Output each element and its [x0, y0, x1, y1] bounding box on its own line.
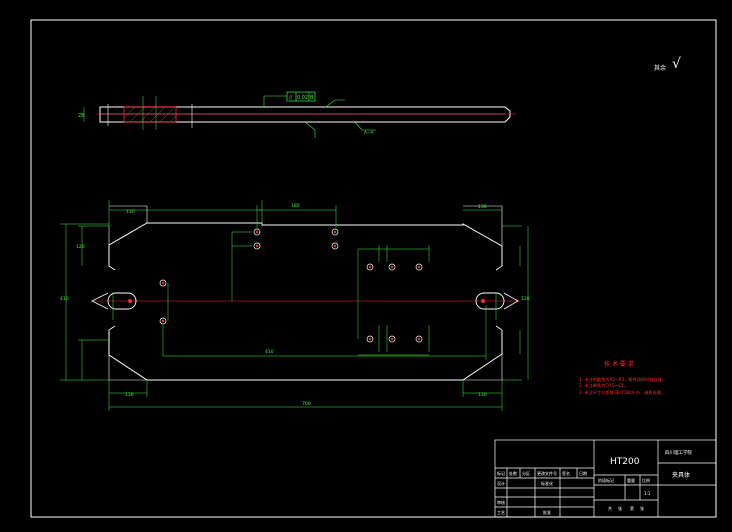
section-label: A—A	[364, 130, 374, 135]
holes	[159, 228, 423, 343]
sheet-label: 张	[640, 505, 644, 511]
title-block	[494, 439, 717, 518]
stage-label: 比例	[642, 477, 650, 483]
header-cell: 更改文件号	[537, 470, 557, 476]
roughness-symbol: √	[672, 56, 681, 72]
tolerance-frame: // 0.02 B	[263, 91, 316, 107]
hole	[159, 279, 167, 287]
sheet-label: 张	[618, 505, 622, 511]
left-slot	[91, 292, 137, 310]
side-view: 28 // 0.02 B A—A	[78, 91, 516, 138]
dim-top-left: 130	[126, 209, 135, 215]
hole	[253, 228, 261, 236]
drawing-border	[30, 19, 717, 518]
company: 四川理工学院	[665, 449, 692, 456]
hole	[253, 242, 261, 250]
roughness-label: 其余	[654, 64, 666, 72]
sheet-label: 共	[608, 505, 612, 511]
roughness-note: 其余 √	[654, 56, 681, 72]
dim-overall-width: 410	[60, 296, 69, 302]
tol-symbol: //	[289, 95, 293, 101]
hole	[366, 263, 374, 271]
header-cell: 标记	[497, 470, 505, 476]
hole	[366, 335, 374, 343]
plan-view	[91, 205, 520, 381]
dim-bottom-right: 130	[478, 392, 487, 398]
stage-label: 重量	[627, 477, 635, 483]
dim-hole-spacing-mid: 410	[265, 349, 274, 355]
dim-hole-spacing-top: 180	[291, 203, 300, 209]
stage-label: 阶段标记	[598, 477, 614, 483]
hole	[415, 263, 423, 271]
dim-right-height: 120	[521, 296, 530, 302]
scale-value: 1:1	[644, 491, 651, 496]
part-name: 夹具体	[672, 471, 690, 479]
header-cell: 日期	[579, 470, 587, 476]
dim-top-right: 130	[478, 204, 487, 210]
approve-label: 批准	[543, 509, 551, 515]
dim-overall-length: 700	[302, 401, 311, 407]
tech-req-heading: 技 术 要 求	[604, 360, 634, 368]
tol-value: 0.02	[297, 95, 308, 101]
row-label-design: 设计	[497, 480, 505, 486]
standardize-label: 标准化	[541, 480, 553, 486]
hole	[388, 335, 396, 343]
row-label-process: 工艺	[497, 510, 505, 515]
title-block-text: HT200 四川理工学院 夹具体 标记 处数 分区 更改文件号 签名 日期 设计…	[497, 449, 692, 515]
hole	[159, 317, 167, 325]
tol-datum: B	[310, 95, 314, 101]
hole	[388, 263, 396, 271]
material: HT200	[610, 457, 640, 467]
dimension-labels: 700 410 130 130 130 130 180 410 120 120	[60, 203, 530, 407]
row-label-review: 审核	[497, 499, 505, 505]
tech-requirements: 技 术 要 求 1. 未注明圆角为R2~R3，铸件须经时效处理。 2. 未注倒角…	[579, 360, 666, 396]
hole	[415, 335, 423, 343]
tech-req-item: 1. 未注明圆角为R2~R3，铸件须经时效处理。	[579, 376, 666, 383]
header-cell: 处数	[509, 470, 517, 476]
sheet-label: 第	[630, 505, 634, 511]
header-cell: 分区	[522, 470, 530, 476]
dim-thickness: 28	[78, 113, 84, 119]
header-cell: 签名	[562, 470, 570, 476]
right-slot	[475, 292, 519, 310]
dimensions	[60, 200, 529, 411]
dim-bottom-left: 130	[125, 392, 134, 398]
hole	[331, 242, 339, 250]
tech-req-item: 3. 未注尺寸公差按GB/T1804-m，调质处理。	[579, 389, 665, 396]
tech-req-item: 2. 未注倒角为C0.5~C1。	[579, 382, 628, 389]
hole	[331, 228, 339, 236]
dim-left-height: 120	[76, 244, 85, 250]
